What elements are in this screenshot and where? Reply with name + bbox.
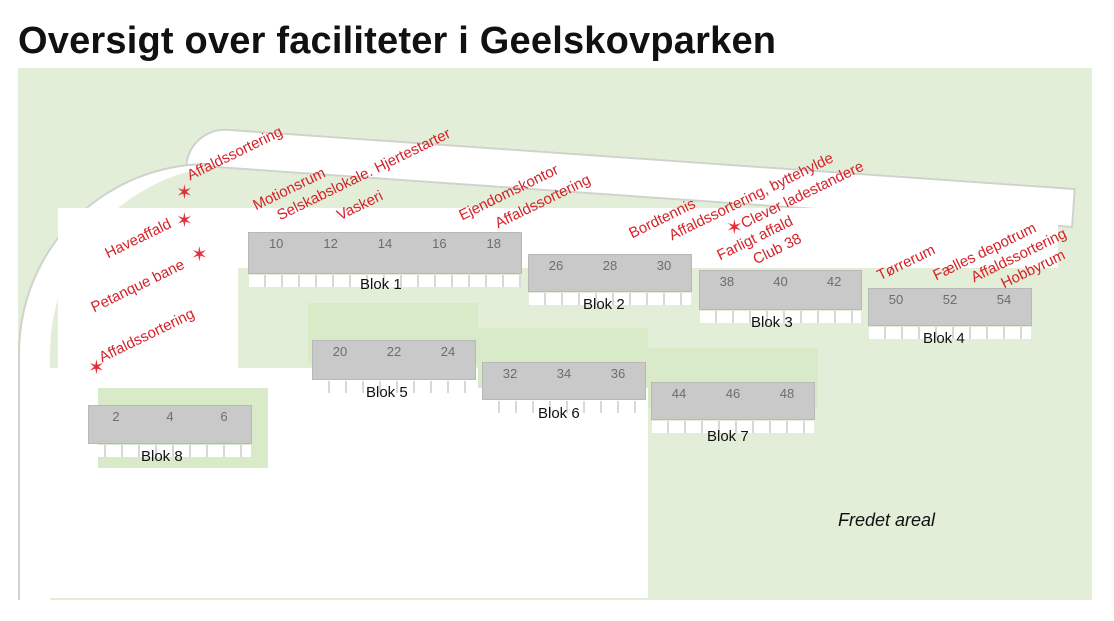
house-number: 18 (486, 236, 501, 251)
marker-star-icon: ✶ (191, 244, 208, 266)
building-blok-5: 20 22 24 (312, 340, 476, 393)
house-number: 38 (719, 274, 735, 289)
block-label: Blok 6 (538, 405, 580, 422)
house-number: 26 (548, 258, 564, 273)
house-number: 24 (440, 344, 456, 359)
house-number: 40 (773, 274, 788, 289)
house-number: 42 (826, 274, 842, 289)
building-blok-4: 50 52 54 (868, 288, 1032, 339)
house-number: 30 (656, 258, 672, 273)
building-blok-6: 32 34 36 (482, 362, 646, 413)
house-number: 36 (610, 366, 626, 381)
house-number: 12 (323, 236, 338, 251)
block-label: Blok 5 (366, 384, 408, 401)
courtyard-west (58, 208, 238, 368)
marker-star-icon: ✶ (176, 210, 193, 232)
block-label: Blok 4 (923, 330, 965, 347)
building-blok-2: 26 28 30 (528, 254, 692, 305)
house-number: 10 (268, 236, 284, 251)
house-number: 4 (166, 409, 174, 424)
block-label: Blok 7 (707, 428, 749, 445)
building-blok-8: 2 4 6 (88, 405, 252, 457)
house-number: 16 (432, 236, 447, 251)
marker-star-icon: ✶ (88, 357, 105, 379)
house-number: 48 (779, 386, 795, 401)
block-label: Blok 1 (360, 276, 402, 293)
house-number: 32 (502, 366, 518, 381)
building-blok-1: 10 12 14 16 18 (248, 232, 522, 287)
marker-star-icon: ✶ (726, 217, 743, 239)
house-number: 20 (332, 344, 348, 359)
building-blok-3: 38 40 42 (699, 270, 862, 323)
house-number: 28 (602, 258, 618, 273)
page-title: Oversigt over faciliteter i Geelskovpark… (18, 20, 777, 62)
house-number: 14 (377, 236, 393, 251)
house-number: 44 (671, 386, 687, 401)
house-number: 52 (942, 292, 958, 307)
block-label: Blok 3 (751, 314, 793, 331)
house-number: 50 (888, 292, 904, 307)
house-number: 54 (996, 292, 1012, 307)
protected-area-label: Fredet areal (838, 510, 936, 530)
marker-star-icon: ✶ (176, 182, 193, 204)
house-number: 6 (220, 409, 228, 424)
house-number: 46 (725, 386, 741, 401)
block-label: Blok 2 (583, 296, 625, 313)
building-blok-7: 44 46 48 (651, 382, 815, 433)
house-number: 22 (386, 344, 402, 359)
house-number: 34 (556, 366, 572, 381)
block-label: Blok 8 (141, 448, 183, 465)
house-number: 2 (112, 409, 120, 424)
